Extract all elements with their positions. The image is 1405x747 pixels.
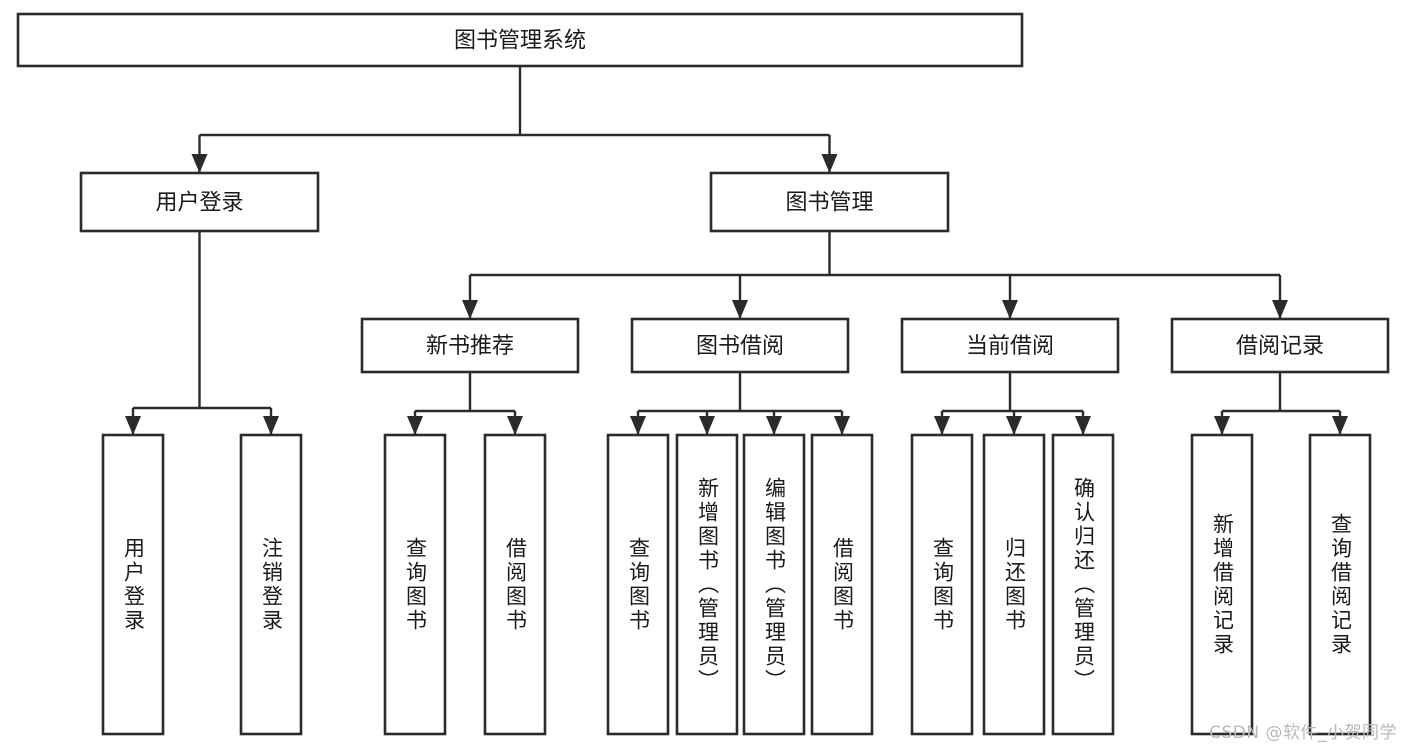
node-box-book-manage[interactable] (709, 171, 950, 233)
leaf-box-leaf-query-book-recommend[interactable] (383, 433, 447, 736)
leaf-box-leaf-return-book[interactable] (982, 433, 1046, 736)
leaf-box-leaf-confirm-return[interactable] (1051, 433, 1115, 736)
node-box-book-borrow[interactable] (630, 317, 850, 374)
csdn-watermark: CSDN @软件_小贺同学 (1209, 723, 1397, 743)
arrowhead-icon (263, 416, 279, 435)
arrowhead-icon (125, 416, 141, 435)
leaf-box-leaf-query-book-current[interactable] (910, 433, 974, 736)
node-box-current-borrow[interactable] (900, 317, 1120, 374)
arrowhead-icon (630, 416, 646, 435)
leaf-box-leaf-borrow-book[interactable] (810, 433, 874, 736)
leaf-box-leaf-add-book[interactable] (675, 433, 739, 736)
leaf-box-leaf-query-borrow-record[interactable] (1308, 433, 1372, 736)
node-box-new-book-recommend[interactable] (360, 317, 580, 374)
arrowhead-icon (934, 416, 950, 435)
node-box-user-login[interactable] (79, 171, 320, 233)
arrowhead-icon (834, 416, 850, 435)
root-node-label: 图书管理系统 (454, 29, 586, 54)
arrowhead-icon (1002, 300, 1018, 319)
arrowhead-icon (407, 416, 423, 435)
arrowhead-icon (1214, 416, 1230, 435)
arrowhead-icon (1006, 416, 1022, 435)
root-node-box[interactable] (16, 12, 1024, 68)
leaf-box-leaf-borrow-book-recommend[interactable] (483, 433, 547, 736)
arrowhead-icon (1332, 416, 1348, 435)
arrowhead-icon (732, 300, 748, 319)
node-label-book-manage: 图书管理 (785, 191, 873, 216)
arrowhead-icon (507, 416, 523, 435)
node-label-current-borrow: 当前借阅 (966, 334, 1054, 359)
arrowhead-icon (191, 154, 208, 173)
node-label-user-login: 用户登录 (155, 191, 243, 216)
leaf-box-leaf-logout[interactable] (239, 433, 303, 736)
leaf-box-leaf-query-book-borrow[interactable] (606, 433, 670, 736)
arrowhead-icon (1075, 416, 1091, 435)
node-label-book-borrow: 图书借阅 (696, 334, 784, 359)
leaf-box-leaf-add-borrow-record[interactable] (1190, 433, 1254, 736)
node-label-borrow-record: 借阅记录 (1236, 334, 1324, 359)
arrowhead-icon (1272, 300, 1288, 319)
arrowhead-icon (766, 416, 782, 435)
edges-layer (125, 66, 1348, 435)
arrowhead-icon (462, 300, 478, 319)
arrowhead-icon (821, 154, 838, 173)
node-box-borrow-record[interactable] (1170, 317, 1390, 374)
node-label-new-book-recommend: 新书推荐 (426, 334, 514, 359)
leaf-box-leaf-edit-book[interactable] (742, 433, 806, 736)
leaf-box-leaf-user-login[interactable] (101, 433, 165, 736)
boxes-layer (16, 12, 1390, 736)
arrowhead-icon (699, 416, 715, 435)
